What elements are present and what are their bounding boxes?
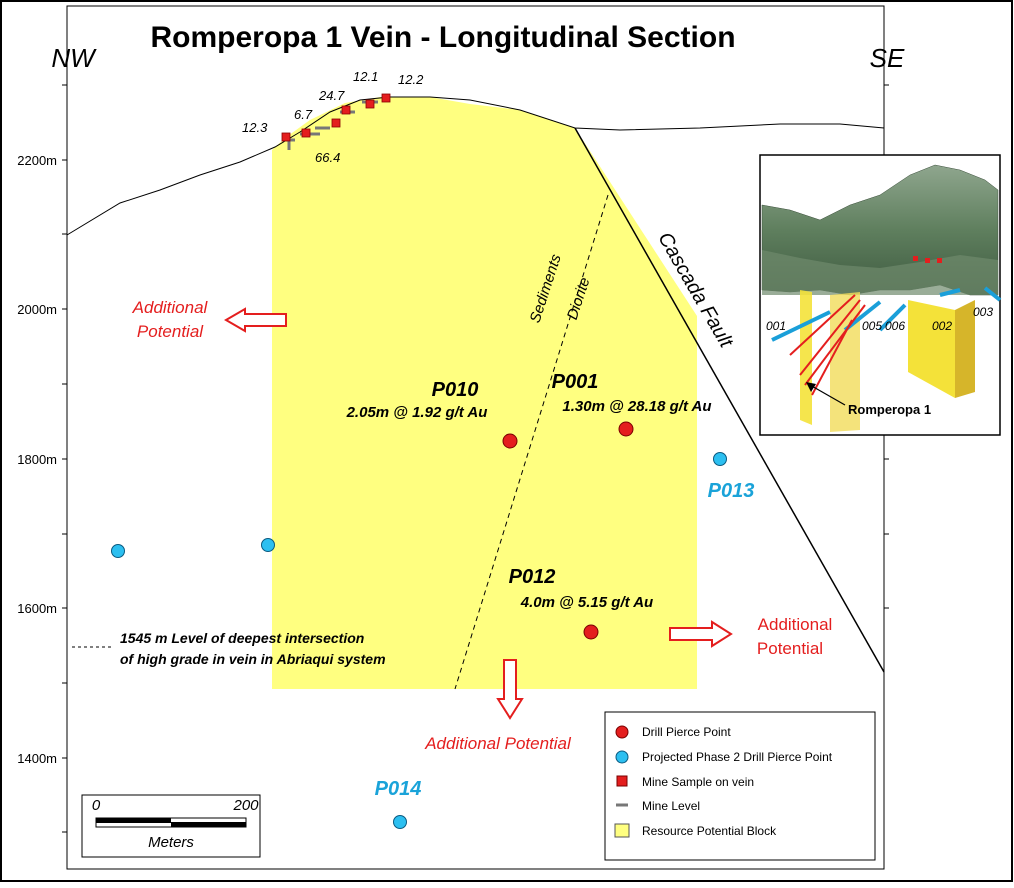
inset-hole-label: 001	[766, 319, 786, 333]
legend-box	[604, 711, 876, 861]
mine-sample-square	[341, 105, 351, 115]
sample-value: 12.3	[242, 120, 268, 135]
sample-value: 66.4	[315, 150, 340, 165]
additional-potential-right-line1: Additional	[758, 615, 833, 634]
inset-3d-view: 001 005 006 002 003 Romperopa 1	[759, 154, 1002, 436]
inset-hole-label: 002	[932, 319, 952, 333]
mine-sample-square	[381, 93, 391, 103]
inset-yellow-block	[908, 300, 955, 398]
cascada-fault-line	[574, 127, 885, 673]
mine-sample-square	[331, 118, 341, 128]
drill-pierce-point-p010	[502, 433, 518, 449]
legend-yellow-square-icon	[614, 823, 630, 838]
arrow-left-icon	[224, 307, 287, 333]
assay-p010: 2.05m @ 1.92 g/t Au	[346, 404, 488, 421]
inset-title: Romperopa 1	[848, 402, 931, 417]
sample-value: 12.2	[398, 72, 424, 87]
inset-red-traces	[789, 294, 866, 396]
inset-pointer-line	[809, 384, 846, 406]
inset-hole-label: 003	[973, 305, 993, 319]
section-frame	[66, 5, 885, 870]
mine-sample-square	[301, 128, 311, 138]
direction-nw: NW	[51, 43, 97, 73]
projected-pierce-point-p014	[393, 815, 407, 829]
y-label-1600: 1600m	[17, 601, 57, 616]
legend-red-circle-icon	[615, 725, 629, 739]
legend-red-square-icon	[616, 775, 628, 787]
scale-end: 200	[232, 797, 259, 814]
legend-label: Projected Phase 2 Drill Pierce Point	[642, 750, 833, 764]
assay-p001: 1.30m @ 28.18 g/t Au	[562, 398, 711, 415]
drill-pierce-point-p012	[583, 624, 599, 640]
y-label-2000: 2000m	[17, 302, 57, 317]
projected-pierce-point-p013	[713, 452, 727, 466]
inset-sample-square	[937, 258, 942, 263]
y-label-1800: 1800m	[17, 452, 57, 467]
mine-sample-square	[365, 99, 375, 109]
resource-potential-block	[272, 97, 697, 689]
hole-label-p012: P012	[509, 566, 556, 588]
arrow-right-icon	[669, 620, 733, 648]
inset-sample-square	[925, 258, 930, 263]
additional-potential-left-line2: Potential	[137, 322, 204, 341]
inset-pointer-arrowhead-icon	[806, 382, 816, 392]
drill-pierce-point-p001	[618, 421, 634, 437]
hole-label-p013: P013	[708, 480, 755, 502]
projected-pierce-point	[111, 544, 125, 558]
scale-bar-segment-dark	[171, 822, 246, 827]
y-label-2200: 2200m	[17, 153, 57, 168]
legend-cyan-circle-icon	[615, 750, 629, 764]
legend: Drill Pierce Point Projected Phase 2 Dri…	[604, 711, 876, 861]
scale-bar: 0 200 Meters	[81, 794, 261, 858]
left-axis-ticks	[62, 84, 67, 833]
legend-label: Mine Level	[642, 799, 700, 813]
projected-pierce-point	[261, 538, 275, 552]
hole-label-p001: P001	[552, 371, 599, 393]
additional-potential-right-line2: Potential	[757, 639, 823, 658]
scale-bar-segment-dark	[96, 818, 171, 823]
sample-value: 12.1	[353, 69, 378, 84]
direction-se: SE	[870, 43, 905, 73]
legend-label: Drill Pierce Point	[642, 725, 731, 739]
additional-potential-bottom: Additional Potential	[424, 734, 572, 753]
y-label-1400: 1400m	[17, 751, 57, 766]
hole-label-p010: P010	[432, 379, 479, 401]
arrow-down-icon	[496, 659, 524, 720]
deep-level-note-line1: 1545 m Level of deepest intersection	[120, 630, 364, 646]
scale-start: 0	[92, 797, 101, 814]
inset-hole-label: 005	[862, 319, 882, 333]
diagram-title: Romperopa 1 Vein - Longitudinal Section	[150, 21, 735, 54]
deep-level-note-line2: of high grade in vein in Abriaqui system	[120, 651, 386, 667]
additional-potential-left-line1: Additional	[132, 298, 209, 317]
sample-value: 24.7	[318, 88, 345, 103]
legend-label: Mine Sample on vein	[642, 775, 754, 789]
inset-yellow-block	[955, 300, 975, 398]
assay-p012: 4.0m @ 5.15 g/t Au	[520, 594, 653, 611]
scale-unit: Meters	[148, 834, 194, 851]
mine-samples	[281, 93, 391, 142]
inset-yellow-block	[800, 290, 812, 425]
legend-label: Resource Potential Block	[642, 824, 777, 838]
hole-label-p014: P014	[375, 778, 422, 800]
mine-sample-square	[281, 132, 291, 142]
inset-sample-square	[913, 256, 918, 261]
sample-value: 6.7	[294, 107, 313, 122]
inset-hole-label: 006	[885, 319, 905, 333]
